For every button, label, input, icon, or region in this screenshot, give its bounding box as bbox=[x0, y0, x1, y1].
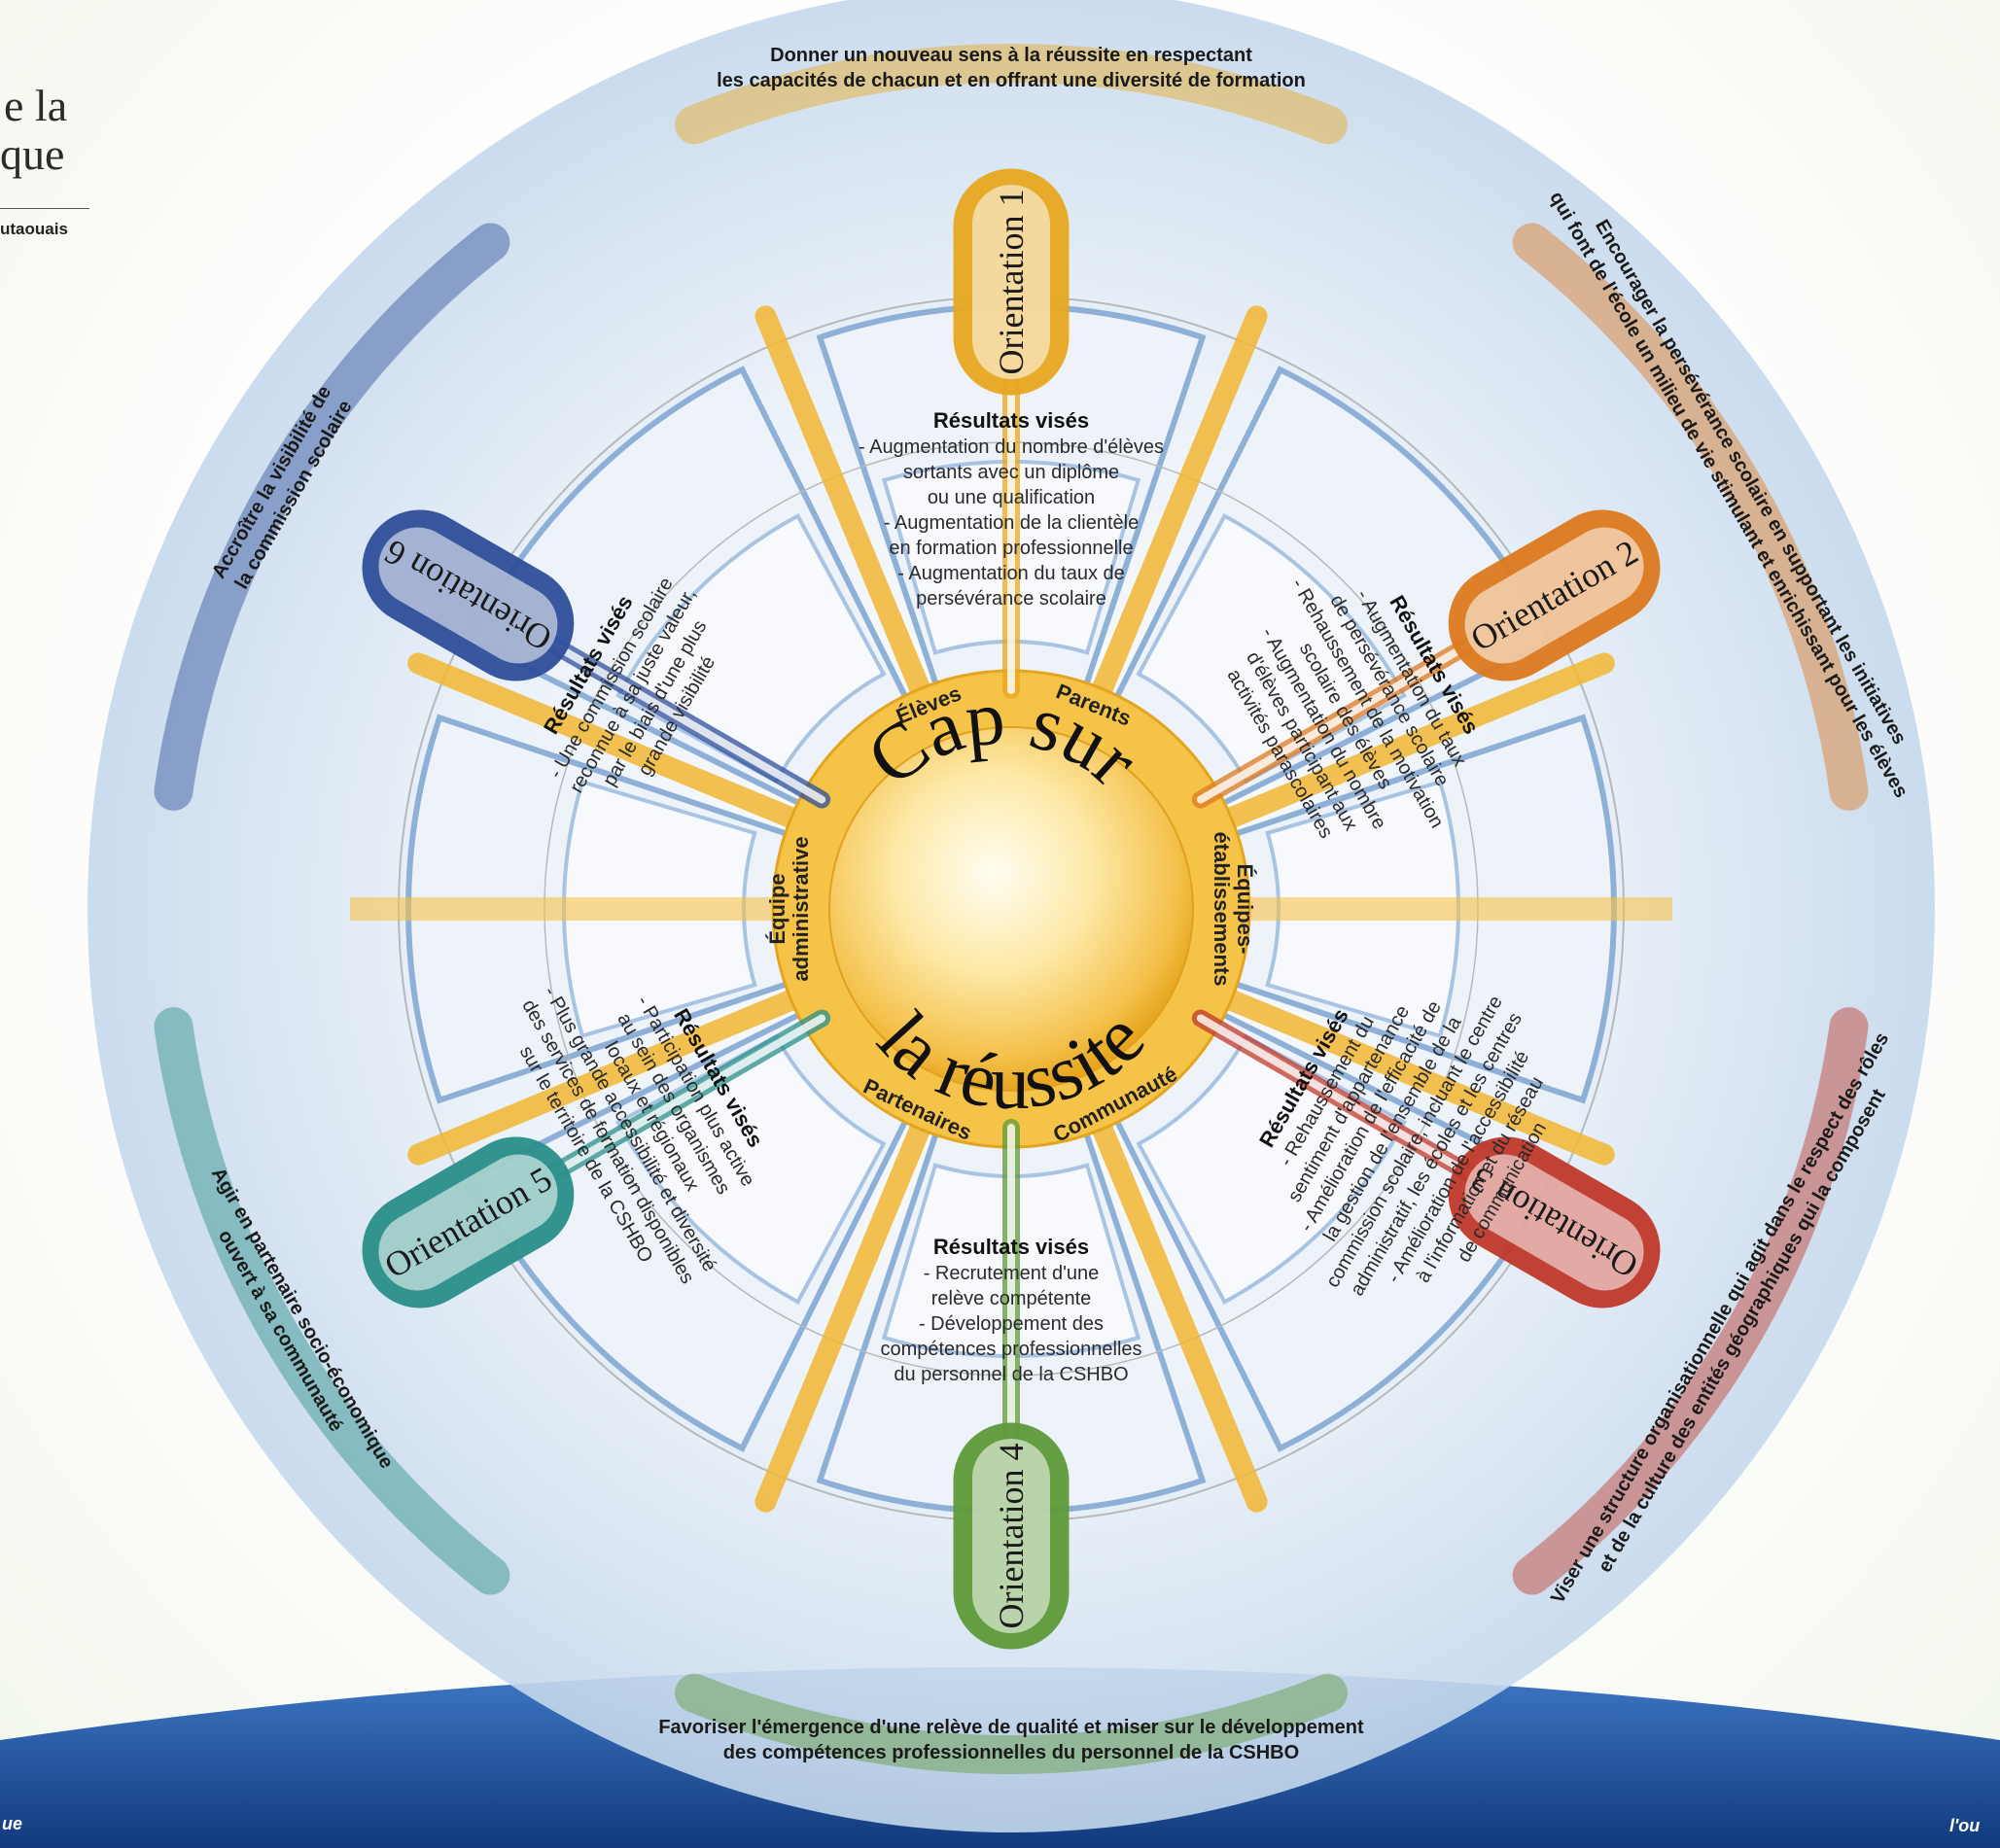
orientation-5-bracket bbox=[154, 1007, 510, 1595]
spoke-1 bbox=[1080, 305, 1268, 727]
orientation-6 bbox=[154, 223, 831, 811]
orientation-4-result-line: - Développement des bbox=[919, 1313, 1104, 1335]
orientation-6-stem-highlight bbox=[548, 640, 826, 804]
corner-title-line2: que bbox=[0, 129, 65, 179]
orientation-4-label: Orientation 4 bbox=[992, 1444, 1031, 1629]
orientation-4-statement-line: des compétences professionnelles du pers… bbox=[723, 1742, 1299, 1763]
corner-subtitle: utaouais bbox=[0, 220, 68, 238]
center-disc bbox=[828, 726, 1194, 1092]
orientation-2-bracket bbox=[1512, 223, 1869, 811]
orientation-3 bbox=[1191, 1007, 1869, 1595]
orientation-3-bracket bbox=[1512, 1007, 1869, 1595]
orientation-1-statement-line: Donner un nouveau sens à la réussite en … bbox=[770, 45, 1252, 66]
ring-label-line: administrative bbox=[789, 836, 813, 981]
ring-label-3: Équipes-établissements bbox=[1210, 832, 1257, 987]
orientation-1-statement: Donner un nouveau sens à la réussite en … bbox=[717, 45, 1306, 91]
orientation-1-bracket bbox=[675, 44, 1348, 145]
orientation-2-stem-highlight bbox=[1196, 640, 1474, 804]
orientation-4-result-line: du personnel de la CSHBO bbox=[894, 1364, 1128, 1385]
orientation-4-statement-line: Favoriser l'émergence d'une relève de qu… bbox=[658, 1717, 1364, 1738]
corner-divider bbox=[0, 208, 89, 209]
orientation-4-result-line: - Recrutement d'une bbox=[924, 1263, 1100, 1284]
orientation-1-result-line: - Augmentation du nombre d'élèves bbox=[859, 436, 1164, 458]
spoke-7 bbox=[407, 652, 829, 840]
orientation-1-results-title: Résultats visés bbox=[933, 408, 1089, 433]
orientation-2-paddle-gloss bbox=[1464, 527, 1644, 664]
orientation-1-result-line: - Augmentation de la clientèle bbox=[884, 512, 1139, 534]
orientation-1-paddle-gloss bbox=[972, 185, 1050, 379]
ring-label-line: Équipes- bbox=[1233, 864, 1257, 955]
orientation-4-bracket bbox=[675, 1673, 1348, 1774]
orientation-1-result-line: en formation professionnelle bbox=[889, 538, 1133, 559]
orientation-6-paddle-gloss bbox=[378, 527, 558, 664]
orientation-2 bbox=[1191, 223, 1869, 811]
orientation-1-result-line: ou une qualification bbox=[928, 487, 1095, 508]
orientation-1-result-line: - Augmentation du taux de bbox=[897, 563, 1125, 584]
ring-label-line: Équipe bbox=[765, 873, 789, 944]
orientation-5-paddle-gloss bbox=[378, 1154, 558, 1291]
orientation-4-paddle-gloss bbox=[972, 1439, 1050, 1633]
orientation-4-results: Résultats visés - Recrutement d'une relève… bbox=[880, 1235, 1141, 1385]
orientation-1 bbox=[675, 44, 1348, 699]
spoke-6 bbox=[407, 978, 829, 1166]
orientation-1-result-line: persévérance scolaire bbox=[916, 588, 1106, 610]
spoke-2 bbox=[1193, 652, 1615, 840]
orientation-6-bracket bbox=[154, 223, 510, 811]
spoke-8 bbox=[754, 305, 942, 727]
orientation-1-results: Résultats visés - Augmentation du nombre … bbox=[859, 408, 1164, 610]
orientation-4-results-title: Résultats visés bbox=[933, 1235, 1089, 1259]
spoke-4 bbox=[1080, 1091, 1268, 1513]
corner-bottom-left: ue bbox=[2, 1814, 23, 1833]
orientation-1-result-line: sortants avec un diplôme bbox=[903, 462, 1119, 483]
corner-bottom-right: l'ou bbox=[1949, 1816, 1981, 1835]
orientation-1-label: Orientation 1 bbox=[992, 190, 1031, 375]
spoke-3 bbox=[1193, 978, 1615, 1166]
ring-label-line: établissements bbox=[1210, 832, 1234, 987]
orientation-1-statement-line: les capacités de chacun et en offrant un… bbox=[717, 70, 1306, 91]
orientation-3-stem-highlight bbox=[1196, 1014, 1474, 1178]
orientation-4-result-line: compétences professionnelles bbox=[880, 1339, 1141, 1360]
corner-title-line1: e la bbox=[4, 81, 68, 130]
orientation-5 bbox=[154, 1007, 831, 1595]
orientation-4 bbox=[675, 1119, 1348, 1774]
ring-label-6: Équipeadministrative bbox=[765, 836, 813, 981]
orientation-4-result-line: relève compétente bbox=[931, 1288, 1092, 1309]
orientation-4-statement: Favoriser l'émergence d'une relève de qu… bbox=[658, 1717, 1364, 1763]
spoke-5 bbox=[754, 1091, 942, 1513]
orientation-5-stem-highlight bbox=[548, 1014, 826, 1178]
orientation-3-paddle-gloss bbox=[1464, 1154, 1644, 1291]
